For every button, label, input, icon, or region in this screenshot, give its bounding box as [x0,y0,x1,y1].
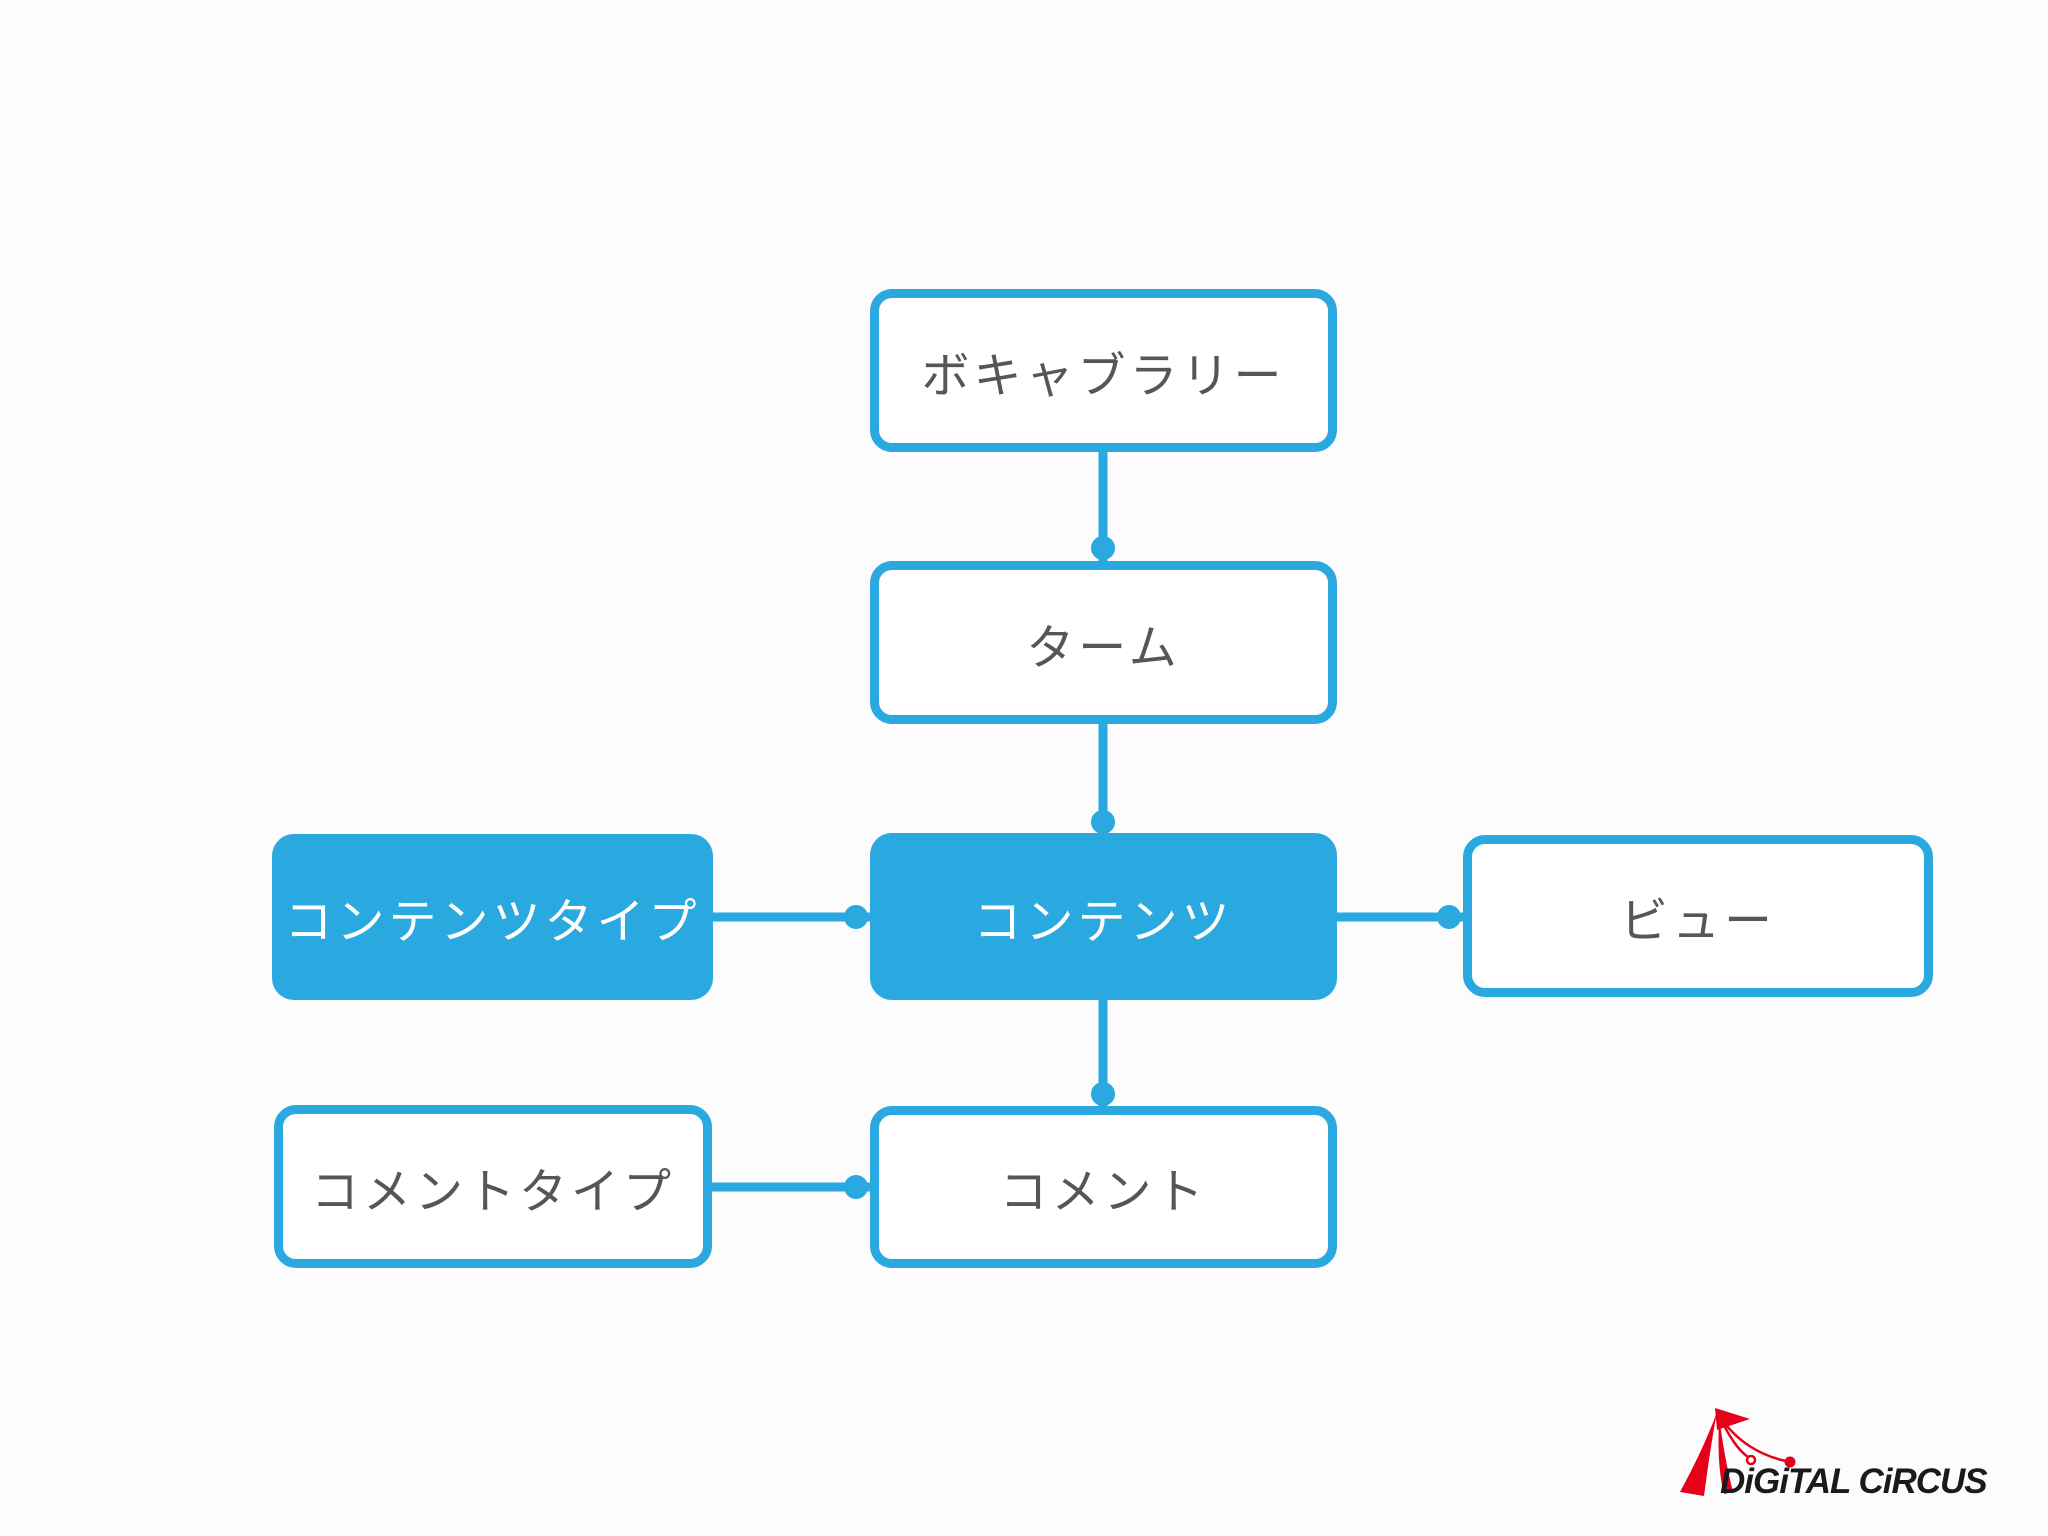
node-term-label: ターム [1026,621,1181,675]
edge-content-type-content [711,905,873,929]
node-content: コンテンツ [870,833,1337,1000]
logo-text: DiGiTAL CiRCUS [1720,1462,1988,1501]
edge-content-view [1335,905,1466,929]
edge-term-content [1091,722,1115,836]
node-comment: コメント [870,1106,1337,1268]
node-comment-type: コメントタイプ [274,1105,712,1268]
node-content-type: コンテンツタイプ [272,834,713,1000]
node-content-label: コンテンツ [973,895,1234,949]
logo: DiGiTAL CiRCUS [1680,1404,2040,1514]
edge-comment-type-comment [711,1175,873,1199]
node-vocabulary-label: ボキャブラリー [921,349,1286,403]
edge-content-comment [1091,998,1115,1109]
node-content-type-label: コンテンツタイプ [284,896,701,949]
node-view-label: ビュー [1619,895,1776,948]
node-comment-label: コメント [999,1166,1208,1219]
circus-tent-icon [1680,1408,1796,1496]
node-comment-type-label: コメントタイプ [310,1165,675,1219]
node-term: ターム [870,561,1337,724]
node-view: ビュー [1463,835,1933,997]
node-vocabulary: ボキャブラリー [870,289,1337,452]
edge-vocabulary-term [1091,450,1115,561]
